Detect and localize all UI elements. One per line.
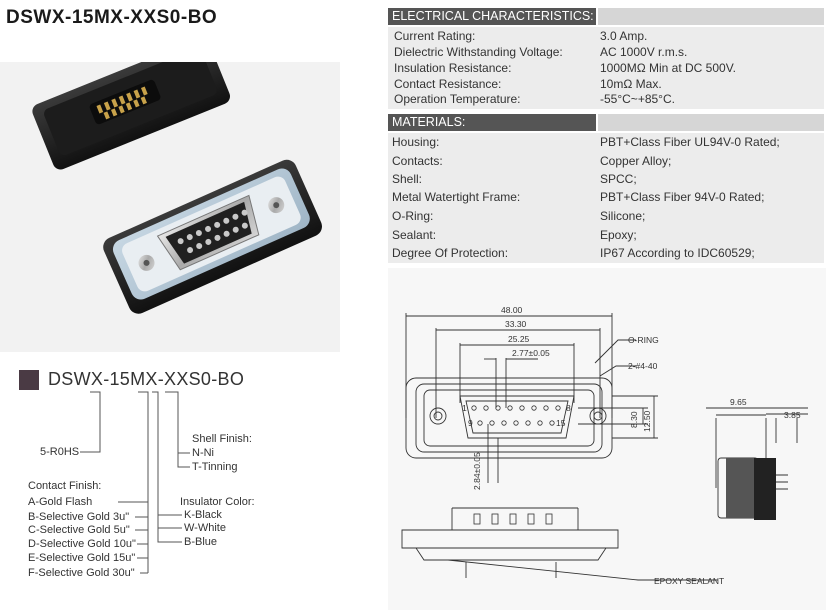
materials-row: Shell: SPCC;	[392, 171, 822, 188]
dim-pitch: 2.77±0.05	[512, 348, 550, 358]
row-value: Epoxy;	[600, 228, 637, 242]
dim-overall-width: 48.00	[501, 305, 523, 315]
dim-depth: 9.65	[730, 397, 747, 407]
row-value: 1000MΩ Min at DC 500V.	[600, 61, 736, 75]
page-title: DSWX-15MX-XXS0-BO	[6, 7, 218, 28]
row-label: Degree Of Protection:	[392, 246, 509, 260]
row-label: Contact Resistance:	[394, 77, 502, 91]
dim-row-offset: 2.84±0.05	[472, 452, 482, 490]
materials-table-bg	[388, 133, 824, 263]
contact-finish-option: E-Selective Gold 15u"	[28, 552, 136, 564]
part-number-marker	[19, 370, 39, 390]
epoxy-sealant-label: EPOXY SEALANT	[654, 576, 724, 586]
pin-15-label: 15	[556, 418, 566, 428]
materials-row: Housing: PBT+Class Fiber UL94V-0 Rated;	[392, 134, 822, 151]
row-value: Silicone;	[600, 209, 646, 223]
shell-finish-option: N-Ni	[192, 447, 214, 459]
contact-finish-title: Contact Finish:	[28, 480, 102, 492]
contact-finish-option: F-Selective Gold 30u"	[28, 567, 135, 579]
row-value: 3.0 Amp.	[600, 29, 648, 43]
row-label: Housing:	[392, 135, 440, 149]
dim-pin-length: 3.85	[784, 410, 801, 420]
shell-finish-title: Shell Finish:	[192, 433, 252, 445]
row-label: Metal Watertight Frame:	[392, 190, 521, 204]
pin-8-label: 8	[566, 403, 571, 413]
row-value: Copper Alloy;	[600, 154, 672, 168]
rohs-label: 5-R0HS	[40, 446, 80, 458]
row-value: AC 1000V r.m.s.	[600, 45, 688, 59]
electrical-row: Dielectric Withstanding Voltage: AC 1000…	[394, 45, 824, 60]
heading-bar	[598, 114, 824, 131]
dim-outer-height: 12.50	[642, 410, 652, 432]
contact-finish-option: C-Selective Gold 5u"	[28, 524, 130, 536]
electrical-table-bg	[388, 27, 824, 109]
row-value: PBT+Class Fiber UL94V-0 Rated;	[600, 135, 780, 149]
heading-bar	[598, 8, 824, 25]
row-label: Sealant:	[392, 228, 437, 242]
row-value: PBT+Class Fiber 94V-0 Rated;	[600, 190, 765, 204]
row-label: Operation Temperature:	[394, 92, 521, 106]
row-label: Shell:	[392, 172, 423, 186]
row-value: SPCC;	[600, 172, 637, 186]
row-label: Current Rating:	[394, 29, 476, 43]
electrical-row: Operation Temperature: -55°C~+85°C.	[394, 92, 824, 107]
dim-inner-height: 8.30	[629, 411, 639, 428]
electrical-heading: ELECTRICAL CHARACTERISTICS:	[388, 8, 596, 25]
pin-9-label: 9	[468, 418, 473, 428]
insulator-color-title: Insulator Color:	[180, 496, 255, 508]
materials-row: O-Ring: Silicone;	[392, 208, 822, 225]
insulator-color-option: W-White	[184, 522, 226, 534]
part-number-leader-lines	[80, 391, 190, 574]
pin-1-label: 1	[462, 403, 467, 413]
materials-row: Degree Of Protection: IP67 According to …	[392, 245, 822, 262]
row-label: O-Ring:	[392, 209, 434, 223]
row-value: -55°C~+85°C.	[600, 92, 675, 106]
connector-front	[103, 159, 322, 314]
contact-finish-option: D-Selective Gold 10u"	[28, 538, 136, 550]
materials-heading: MATERIALS:	[388, 114, 596, 131]
electrical-row: Contact Resistance: 10mΩ Max.	[394, 77, 824, 92]
row-label: Insulation Resistance:	[394, 61, 512, 75]
row-value: IP67 According to IDC60529;	[600, 246, 755, 260]
part-number-code: DSWX-15MX-XXS0-BO	[48, 369, 245, 389]
materials-row: Contacts: Copper Alloy;	[392, 153, 822, 170]
technical-drawing: 48.00 33.30 25.25 2.77±0.05 O-RING 2-#4-…	[388, 268, 826, 610]
row-value: 10mΩ Max.	[600, 77, 662, 91]
dim-hole-width: 33.30	[505, 319, 527, 329]
holes-label: 2-#4-40	[628, 361, 658, 371]
row-label: Contacts:	[392, 154, 443, 168]
electrical-row: Current Rating: 3.0 Amp.	[394, 29, 824, 44]
row-label: Dielectric Withstanding Voltage:	[394, 45, 563, 59]
insulator-color-option: K-Black	[184, 509, 222, 521]
insulator-color-option: B-Blue	[184, 536, 218, 548]
contact-finish-option: B-Selective Gold 3u"	[28, 511, 130, 523]
product-photo	[0, 62, 340, 352]
oring-label: O-RING	[628, 335, 659, 345]
dim-shell-width: 25.25	[508, 334, 530, 344]
connector-rear	[32, 62, 230, 170]
shell-finish-option: T-Tinning	[192, 461, 238, 473]
materials-row: Metal Watertight Frame: PBT+Class Fiber …	[392, 189, 822, 206]
materials-row: Sealant: Epoxy;	[392, 227, 822, 244]
electrical-row: Insulation Resistance: 1000MΩ Min at DC …	[394, 61, 824, 76]
contact-finish-option: A-Gold Flash	[28, 496, 93, 508]
